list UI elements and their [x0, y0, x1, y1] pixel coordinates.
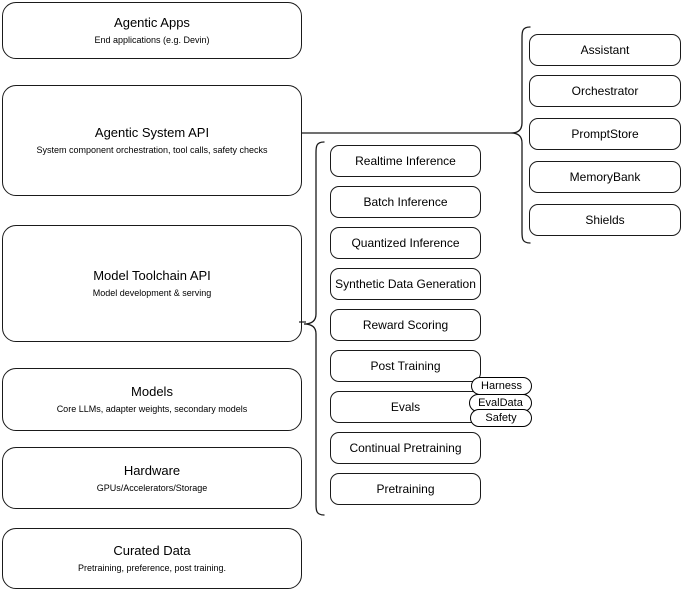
layer-subtitle: Core LLMs, adapter weights, secondary mo… — [56, 404, 248, 414]
node-label: Reward Scoring — [362, 317, 449, 332]
stack-layer-agentic-system-api[interactable]: Agentic System API System component orch… — [2, 85, 302, 196]
node-label: Post Training — [370, 358, 441, 373]
agentic-node-promptstore[interactable]: PromptStore — [529, 118, 681, 150]
toolchain-node-pretraining[interactable]: Pretraining — [330, 473, 481, 505]
node-label: Evals — [390, 399, 421, 414]
toolchain-node-batch-inference[interactable]: Batch Inference — [330, 186, 481, 218]
eval-chip-harness[interactable]: Harness — [471, 377, 532, 395]
node-label: Synthetic Data Generation — [335, 276, 476, 291]
node-label: MemoryBank — [569, 169, 641, 184]
node-label: Quantized Inference — [351, 235, 460, 250]
toolchain-node-post-training[interactable]: Post Training — [330, 350, 481, 382]
node-label: Realtime Inference — [355, 153, 456, 168]
chip-label: Safety — [485, 412, 517, 424]
connector-toolchain-to-components — [298, 316, 310, 330]
stack-layer-agentic-apps[interactable]: Agentic Apps End applications (e.g. Devi… — [2, 2, 302, 59]
layer-title: Agentic Apps — [114, 15, 190, 30]
node-label: Batch Inference — [363, 194, 448, 209]
node-label: Shields — [585, 212, 625, 227]
layer-title: Models — [131, 384, 173, 399]
agentic-node-memorybank[interactable]: MemoryBank — [529, 161, 681, 193]
toolchain-node-synthetic-data-generation[interactable]: Synthetic Data Generation — [330, 268, 481, 300]
connector-agentic-system-to-components — [300, 120, 520, 150]
node-label: Orchestrator — [571, 83, 639, 98]
agentic-node-orchestrator[interactable]: Orchestrator — [529, 75, 681, 107]
chip-label: Harness — [481, 380, 522, 392]
chip-label: EvalData — [478, 397, 523, 409]
layer-subtitle: GPUs/Accelerators/Storage — [96, 482, 208, 493]
toolchain-node-evals[interactable]: Evals — [330, 391, 481, 423]
toolchain-node-quantized-inference[interactable]: Quantized Inference — [330, 227, 481, 259]
toolchain-node-realtime-inference[interactable]: Realtime Inference — [330, 145, 481, 177]
layer-title: Hardware — [123, 462, 181, 478]
brace-toolchain-components — [300, 138, 328, 520]
agentic-node-assistant[interactable]: Assistant — [529, 34, 681, 66]
layer-subtitle: End applications (e.g. Devin) — [94, 35, 210, 45]
layer-subtitle: Pretraining, preference, post training. — [77, 563, 227, 573]
node-label: PromptStore — [571, 126, 639, 141]
stack-layer-model-toolchain-api[interactable]: Model Toolchain API Model development & … — [2, 225, 302, 342]
node-label: Assistant — [580, 42, 630, 57]
toolchain-node-reward-scoring[interactable]: Reward Scoring — [330, 309, 481, 341]
node-label: Pretraining — [376, 481, 435, 496]
stack-layer-models[interactable]: Models Core LLMs, adapter weights, secon… — [2, 368, 302, 431]
stack-layer-curated-data[interactable]: Curated Data Pretraining, preference, po… — [2, 528, 302, 589]
agentic-node-shields[interactable]: Shields — [529, 204, 681, 236]
layer-subtitle: System component orchestration, tool cal… — [36, 145, 268, 155]
node-label: Continual Pretraining — [349, 440, 462, 455]
layer-title: Curated Data — [113, 543, 191, 558]
stack-layer-hardware[interactable]: Hardware GPUs/Accelerators/Storage — [2, 447, 302, 509]
layer-subtitle: Model development & serving — [92, 288, 212, 298]
brace-agentic-components — [508, 24, 536, 246]
eval-chip-safety[interactable]: Safety — [470, 409, 532, 427]
layer-title: Model Toolchain API — [93, 268, 211, 283]
toolchain-node-continual-pretraining[interactable]: Continual Pretraining — [330, 432, 481, 464]
layer-title: Agentic System API — [94, 125, 210, 140]
